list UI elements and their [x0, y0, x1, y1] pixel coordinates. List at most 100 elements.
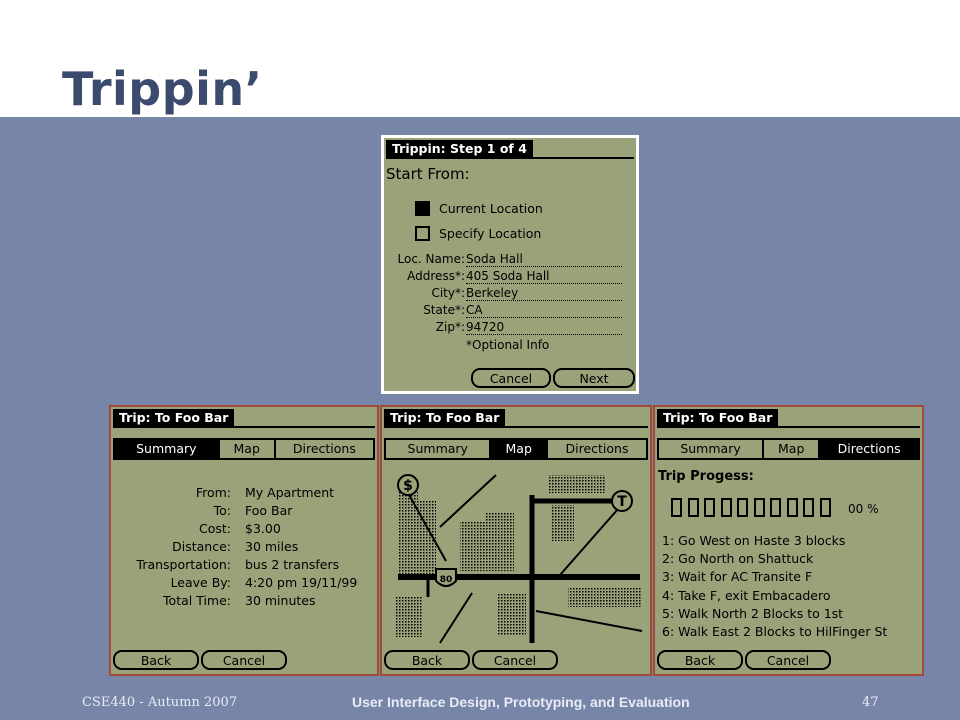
- view-tabs: Summary Map Directions: [384, 438, 648, 460]
- progress-segment: [803, 498, 814, 517]
- map-block: [552, 505, 574, 541]
- tab-summary[interactable]: Summary: [115, 440, 220, 458]
- map-block: [498, 593, 526, 635]
- city-label: City*:: [431, 286, 465, 300]
- address-label: Address*:: [407, 269, 465, 283]
- start-from-label: Start From:: [386, 165, 470, 183]
- destination-marker-label: T: [617, 494, 627, 510]
- direction-step: 6: Walk East 2 Blocks to HilFinger St: [662, 624, 888, 639]
- loc-name-field[interactable]: Soda Hall: [466, 252, 622, 267]
- summary-row-label: Distance:: [172, 539, 231, 554]
- direction-step: 1: Go West on Haste 3 blocks: [662, 533, 846, 548]
- summary-row-value: 4:20 pm 19/11/99: [245, 575, 358, 590]
- course-title-footer: User Interface Design, Prototyping, and …: [352, 694, 690, 710]
- map-block: [460, 521, 514, 571]
- summary-row-label: Leave By:: [170, 575, 231, 590]
- progress-segment: [671, 498, 682, 517]
- city-field[interactable]: Berkeley: [466, 286, 622, 301]
- back-button[interactable]: Back: [113, 650, 199, 670]
- title-underline: [384, 426, 648, 428]
- cancel-button[interactable]: Cancel: [471, 368, 551, 388]
- map-block: [548, 475, 606, 493]
- state-field[interactable]: CA: [466, 303, 622, 318]
- summary-row-label: From:: [195, 485, 231, 500]
- map-road: [559, 508, 619, 576]
- tab-map[interactable]: Map: [491, 440, 548, 458]
- map-block: [398, 501, 436, 577]
- loc-name-label: Loc. Name:: [397, 252, 466, 266]
- back-button[interactable]: Back: [657, 650, 743, 670]
- progress-segment: [720, 498, 732, 517]
- tab-directions[interactable]: Directions: [565, 441, 629, 456]
- progress-segment: [687, 498, 699, 517]
- cancel-button[interactable]: Cancel: [745, 650, 831, 670]
- map-block: [568, 587, 642, 607]
- summary-screen-title: Trip: To Foo Bar: [113, 409, 235, 427]
- map-road: [439, 474, 497, 528]
- summary-row-value: 30 miles: [245, 539, 299, 554]
- directions-screen-title: Trip: To Foo Bar: [657, 409, 779, 427]
- view-tabs: Summary Map Directions: [113, 438, 375, 460]
- tab-map[interactable]: Map: [764, 440, 821, 458]
- back-button[interactable]: Back: [384, 650, 470, 670]
- destination-marker-icon: [611, 490, 633, 512]
- start-marker-icon: [397, 474, 419, 496]
- current-location-checkbox[interactable]: [415, 201, 430, 216]
- progress-segment: [753, 498, 765, 517]
- highway-marker-label: 80: [440, 575, 453, 585]
- next-button[interactable]: Next: [553, 368, 635, 388]
- directions-screen: Trip: To Foo Bar Summary Map Directions …: [653, 405, 924, 676]
- slide-header-area: [0, 0, 960, 117]
- summary-row-value: My Apartment: [245, 485, 335, 500]
- progress-segment: [770, 498, 781, 517]
- tab-summary[interactable]: Summary: [386, 440, 492, 458]
- cancel-button[interactable]: Cancel: [472, 650, 558, 670]
- progress-segment: [819, 498, 831, 517]
- trip-progress-label: Trip Progess:: [658, 469, 754, 484]
- tab-directions[interactable]: Directions: [820, 440, 918, 458]
- summary-row-value: Foo Bar: [245, 503, 293, 518]
- title-underline: [386, 157, 634, 159]
- map-road: [407, 492, 447, 562]
- map-screen: Trip: To Foo Bar Summary Map Directions: [380, 405, 652, 676]
- address-field[interactable]: 405 Soda Hall: [466, 269, 622, 284]
- state-label: State*:: [423, 303, 465, 317]
- start-marker-label: $: [403, 478, 413, 494]
- direction-step: 5: Walk North 2 Blocks to 1st: [662, 605, 844, 621]
- summary-screen: Trip: To Foo Bar Summary Map Directions …: [109, 405, 379, 676]
- cancel-button[interactable]: Cancel: [201, 650, 287, 670]
- summary-row-label: To:: [213, 503, 231, 518]
- progress-bar: [671, 498, 841, 518]
- page-number: 47: [862, 695, 879, 710]
- summary-row-value: 30 minutes: [245, 593, 316, 608]
- summary-row-label: Cost:: [198, 521, 231, 536]
- tab-map[interactable]: Map: [220, 440, 276, 458]
- optional-info-note: *Optional Info: [466, 338, 550, 352]
- tab-summary[interactable]: Summary: [659, 440, 765, 458]
- summary-row-value: bus 2 transfers: [245, 557, 340, 572]
- current-location-label: Current Location: [439, 201, 543, 216]
- direction-step: 2: Go North on Shattuck: [662, 551, 814, 567]
- title-underline: [657, 426, 920, 428]
- route-map[interactable]: $ 80 T: [384, 465, 648, 645]
- zip-field[interactable]: 94720: [466, 320, 622, 335]
- highway-shield-icon: [435, 568, 457, 587]
- course-footer: CSE440 - Autumn 2007: [82, 695, 238, 710]
- direction-step: 4: Take F, exit Embacadero: [662, 587, 831, 603]
- progress-percent: 00 %: [848, 502, 879, 516]
- summary-row-value: $3.00: [245, 521, 281, 536]
- progress-segment: [737, 498, 748, 517]
- summary-row-label: Total Time:: [163, 593, 231, 608]
- view-tabs: Summary Map Directions: [657, 438, 920, 460]
- map-screen-title: Trip: To Foo Bar: [384, 409, 506, 427]
- title-underline: [113, 426, 375, 428]
- tab-directions[interactable]: Directions: [292, 441, 356, 456]
- map-road: [535, 610, 643, 632]
- slide-title: Trippin’: [62, 62, 263, 116]
- step-screen: Trippin: Step 1 of 4 Start From: Current…: [381, 135, 639, 394]
- direction-step: 3: Wait for AC Transite F: [662, 569, 813, 585]
- specify-location-checkbox[interactable]: [415, 226, 430, 241]
- specify-location-label: Specify Location: [439, 226, 542, 241]
- progress-segment: [704, 498, 715, 517]
- zip-label: Zip*:: [435, 320, 465, 334]
